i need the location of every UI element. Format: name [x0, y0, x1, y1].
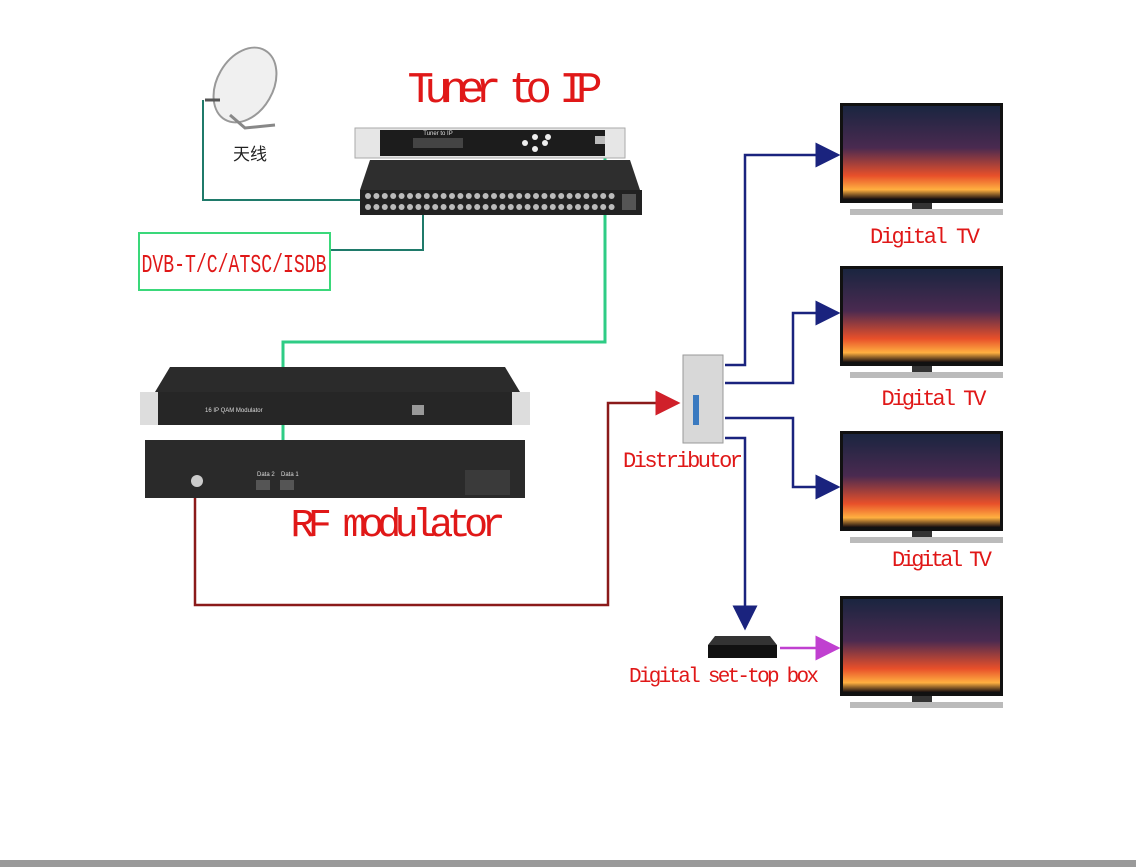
rf-input-connector	[583, 193, 590, 199]
rf-input-connector	[549, 204, 556, 210]
rf-input-connector	[499, 193, 506, 199]
rf-input-connector	[575, 204, 581, 210]
input-standards-box	[138, 232, 331, 291]
modulator-device-front: 16 IP QAM Modulator	[140, 367, 530, 425]
rf-input-connector	[608, 204, 615, 210]
rf-input-connector	[474, 204, 481, 210]
antenna-cable	[202, 100, 362, 201]
rf-input-connector	[432, 193, 439, 199]
digital-tv-2	[840, 266, 1003, 378]
stb-cable	[725, 436, 758, 631]
digital-tv-4	[840, 596, 1003, 708]
rf-input-connector	[524, 193, 531, 199]
rf-input-connector	[474, 193, 481, 199]
tuner-title: Tuner to IP	[408, 66, 603, 116]
rf-input-connector	[440, 193, 447, 199]
antenna-label: 天线	[233, 145, 267, 165]
tv1-label: Digital TV	[870, 225, 981, 250]
modulator-front-text: 16 IP QAM Modulator	[205, 408, 263, 414]
rf-input-connector	[365, 193, 371, 199]
tv3-label: Digital TV	[892, 548, 993, 573]
rf-input-connector	[381, 204, 388, 210]
tv2-cable	[725, 300, 841, 385]
satellite-dish-icon	[205, 46, 278, 130]
rf-input-connector	[432, 204, 439, 210]
tv2-label: Digital TV	[882, 387, 988, 412]
rf-input-connector	[381, 193, 388, 199]
rf-input-connector	[591, 193, 598, 199]
rf-input-connector	[373, 204, 380, 210]
bottom-border	[0, 860, 1136, 867]
rf-input-connector	[558, 204, 565, 210]
input-standards-label: DVB-T/C/ATSC/ISDB	[142, 250, 327, 280]
rf-input-connector	[541, 193, 548, 199]
tv1-cable	[725, 142, 841, 367]
rf-modulator-label: RF modulator	[291, 504, 506, 549]
rf-input-connector	[407, 204, 413, 210]
rf-input-connector	[608, 193, 615, 199]
rf-input-connector	[423, 204, 430, 210]
rf-input-connector	[457, 193, 464, 199]
rf-input-connector	[533, 193, 539, 199]
rf-input-connector	[465, 193, 472, 199]
rf-input-connector	[549, 193, 556, 199]
rf-input-connector	[600, 193, 607, 199]
rf-cable	[193, 390, 681, 607]
rf-input-connector	[482, 193, 489, 199]
rf-input-connector	[516, 204, 523, 210]
rf-input-connector	[566, 193, 573, 199]
rf-input-connector	[440, 204, 447, 210]
rf-input-connector	[507, 193, 514, 199]
rf-input-connector	[482, 204, 489, 210]
rf-input-connector	[499, 204, 506, 210]
rf-input-connector	[390, 193, 397, 199]
rf-input-connector	[373, 193, 380, 199]
rf-input-connector	[449, 204, 455, 210]
input-cable	[330, 215, 424, 251]
rf-input-connector	[415, 193, 422, 199]
digital-tv-1	[840, 103, 1003, 215]
tuner-device-rear	[360, 160, 642, 215]
port-data2-label: Data 2	[257, 472, 275, 478]
port-data1-label: Data 1	[281, 472, 299, 478]
set-top-box-device	[708, 636, 777, 658]
rf-input-connector	[449, 193, 455, 199]
rf-input-connector	[491, 204, 497, 210]
tv3-cable	[725, 416, 841, 500]
rf-input-connector	[507, 204, 514, 210]
distributor-label: Distributor	[623, 449, 743, 474]
rf-input-connector	[583, 204, 590, 210]
tuner-panel-text: Tuner to IP	[423, 131, 452, 137]
rf-input-connector	[398, 204, 405, 210]
rf-input-connector	[533, 204, 539, 210]
digital-tv-3	[840, 431, 1003, 543]
rf-input-connector	[591, 204, 598, 210]
rf-input-connector	[558, 193, 565, 199]
distributor-device	[682, 354, 724, 444]
rf-input-connector	[390, 204, 397, 210]
tuner-device-front: Tuner to IP	[354, 127, 626, 159]
rf-input-connector	[457, 204, 464, 210]
rf-input-connector	[398, 193, 405, 199]
rf-input-connector	[491, 193, 497, 199]
rf-input-connector	[600, 204, 607, 210]
rf-input-connector	[423, 193, 430, 199]
rf-input-connector	[516, 193, 523, 199]
rf-input-connector	[407, 193, 413, 199]
rf-input-connector	[465, 204, 472, 210]
rf-input-connector	[541, 204, 548, 210]
modulator-device-rear: Data 2 Data 1	[145, 440, 525, 498]
rf-input-connector	[415, 204, 422, 210]
rf-input-connector	[365, 204, 371, 210]
rf-input-connector	[575, 193, 581, 199]
set-top-box-label: Digital set-top box	[629, 666, 819, 689]
rf-input-connector	[566, 204, 573, 210]
rf-input-connector	[524, 204, 531, 210]
